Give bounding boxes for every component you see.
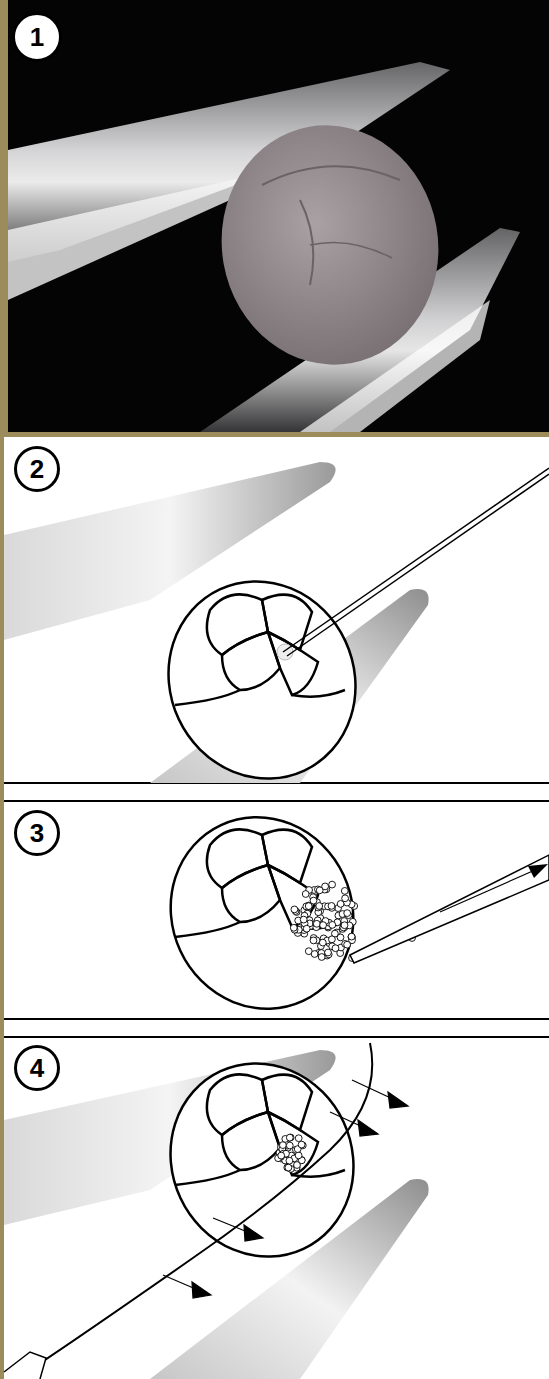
bead (291, 906, 298, 913)
bead (337, 901, 344, 908)
bead (295, 1135, 302, 1142)
bead (316, 903, 323, 910)
bead (342, 895, 349, 902)
frame-border (4, 0, 549, 437)
callout-number: 3 (30, 820, 44, 846)
panel-divider (4, 1018, 549, 1020)
motion-arrows (163, 1080, 408, 1298)
bead (329, 922, 336, 929)
forceps-photo (8, 62, 520, 432)
bead (313, 920, 320, 927)
panel-divider (4, 1036, 549, 1038)
bead (328, 903, 335, 910)
frame-border (0, 0, 4, 1379)
bead-cluster (290, 881, 415, 961)
bead (341, 888, 348, 895)
bead (290, 924, 297, 931)
bead (286, 1142, 293, 1149)
bead (319, 939, 326, 946)
bead (329, 881, 336, 888)
suction-pipette (350, 855, 549, 963)
callout-circle: 3 (14, 810, 60, 856)
callout-circle: 2 (14, 446, 60, 492)
bead (286, 1157, 293, 1164)
bead-cluster (275, 1134, 306, 1172)
bead (318, 954, 325, 961)
bead (303, 925, 310, 932)
bead (300, 916, 307, 923)
bead (325, 949, 332, 956)
bead (285, 1164, 292, 1171)
embryo-drawing (139, 1033, 385, 1287)
photo-ground (8, 0, 549, 432)
bead (316, 903, 323, 910)
bead (310, 897, 317, 904)
suture-thread (4, 1043, 372, 1379)
bead (329, 936, 336, 943)
bead (278, 1152, 285, 1159)
bead (322, 883, 329, 890)
bead (302, 891, 309, 898)
injection-needle (283, 468, 549, 656)
bead (295, 1152, 302, 1159)
bead (311, 951, 318, 958)
bead (332, 945, 339, 952)
embryo-drawing (139, 787, 384, 1039)
bead (287, 1134, 294, 1141)
bead (298, 1141, 305, 1148)
bead (341, 922, 348, 929)
embryo-photo (203, 108, 457, 382)
panel-divider (4, 800, 549, 802)
bead (348, 933, 355, 940)
bead (344, 941, 351, 948)
bead (305, 903, 312, 910)
callout-circle: 1 (12, 12, 62, 62)
bead (348, 934, 355, 941)
bead (286, 1134, 293, 1141)
bead (310, 937, 317, 944)
callout-number: 1 (30, 24, 44, 50)
bead (320, 922, 327, 929)
embryo-drawing (136, 550, 387, 809)
callout-number: 4 (30, 1055, 44, 1081)
bead (344, 910, 351, 917)
callout-circle: 4 (14, 1045, 60, 1091)
callout-number: 2 (30, 456, 44, 482)
